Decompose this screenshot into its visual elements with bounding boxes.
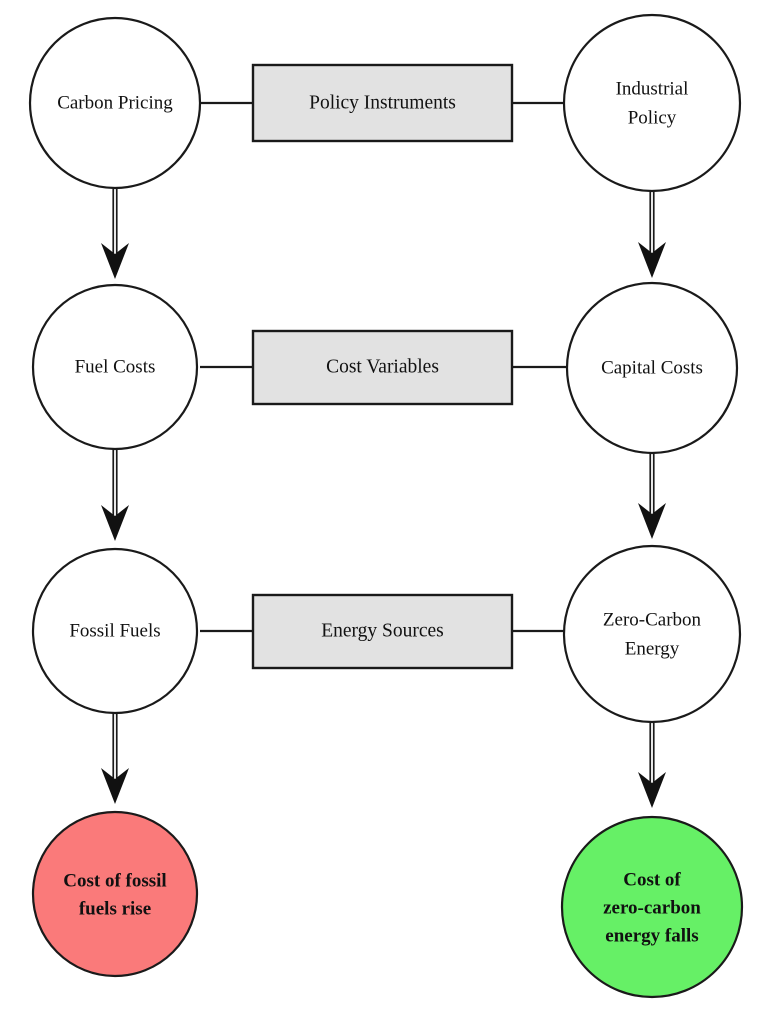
node-policy-instruments[interactable]: Policy Instruments bbox=[251, 63, 514, 143]
node-industrial-policy[interactable]: Industrial Policy bbox=[562, 13, 742, 193]
node-cost-zero-carbon-falls-label-line2: zero-carbon bbox=[603, 897, 701, 918]
node-carbon-pricing[interactable]: Carbon Pricing bbox=[28, 16, 202, 190]
energy-sources-box[interactable] bbox=[251, 593, 514, 670]
edge-industrial-policy-to-capital-costs bbox=[638, 192, 666, 278]
node-energy-sources-label: Energy Sources bbox=[321, 620, 444, 641]
node-zero-carbon-energy-label-line2: Energy bbox=[625, 638, 680, 659]
node-industrial-policy-label-line1: Industrial bbox=[616, 78, 689, 99]
edge-fuel-costs-to-fossil-fuels bbox=[101, 449, 129, 541]
node-fuel-costs-label: Fuel Costs bbox=[75, 356, 156, 377]
node-cost-fossil-rise-label-line2: fuels rise bbox=[79, 898, 151, 919]
node-zero-carbon-energy-label-line1: Zero-Carbon bbox=[603, 609, 702, 630]
node-cost-zero-carbon-energy-falls[interactable]: Cost of zero-carbon energy falls bbox=[560, 815, 744, 999]
node-zero-carbon-energy[interactable]: Zero-Carbon Energy bbox=[562, 544, 742, 724]
node-cost-fossil-rise-label-line1: Cost of fossil bbox=[63, 870, 166, 891]
edge-carbon-pricing-to-fuel-costs bbox=[101, 189, 129, 279]
node-energy-sources[interactable]: Energy Sources bbox=[251, 593, 514, 670]
node-fuel-costs[interactable]: Fuel Costs bbox=[31, 283, 199, 451]
node-fossil-fuels-label: Fossil Fuels bbox=[69, 620, 160, 641]
node-capital-costs-label: Capital Costs bbox=[601, 357, 703, 378]
node-cost-variables[interactable]: Cost Variables bbox=[251, 329, 514, 406]
node-carbon-pricing-label: Carbon Pricing bbox=[57, 92, 173, 113]
node-cost-zero-carbon-falls-label-line3: energy falls bbox=[605, 925, 698, 946]
edge-zero-carbon-energy-to-cost-falls bbox=[638, 723, 666, 808]
node-capital-costs[interactable]: Capital Costs bbox=[565, 281, 739, 455]
cost-variables-box[interactable] bbox=[251, 329, 514, 406]
node-cost-zero-carbon-falls-label-line1: Cost of bbox=[623, 869, 681, 890]
node-fossil-fuels[interactable]: Fossil Fuels bbox=[31, 547, 199, 715]
policy-instruments-box[interactable] bbox=[251, 63, 514, 143]
node-cost-variables-label: Cost Variables bbox=[326, 356, 439, 377]
node-cost-fossil-fuels-rise[interactable]: Cost of fossil fuels rise bbox=[31, 810, 199, 978]
edge-capital-costs-to-zero-carbon-energy bbox=[638, 453, 666, 539]
node-policy-instruments-label: Policy Instruments bbox=[309, 92, 456, 113]
node-industrial-policy-label-line2: Policy bbox=[628, 107, 677, 128]
edge-fossil-fuels-to-cost-fossil-rise bbox=[101, 713, 129, 804]
